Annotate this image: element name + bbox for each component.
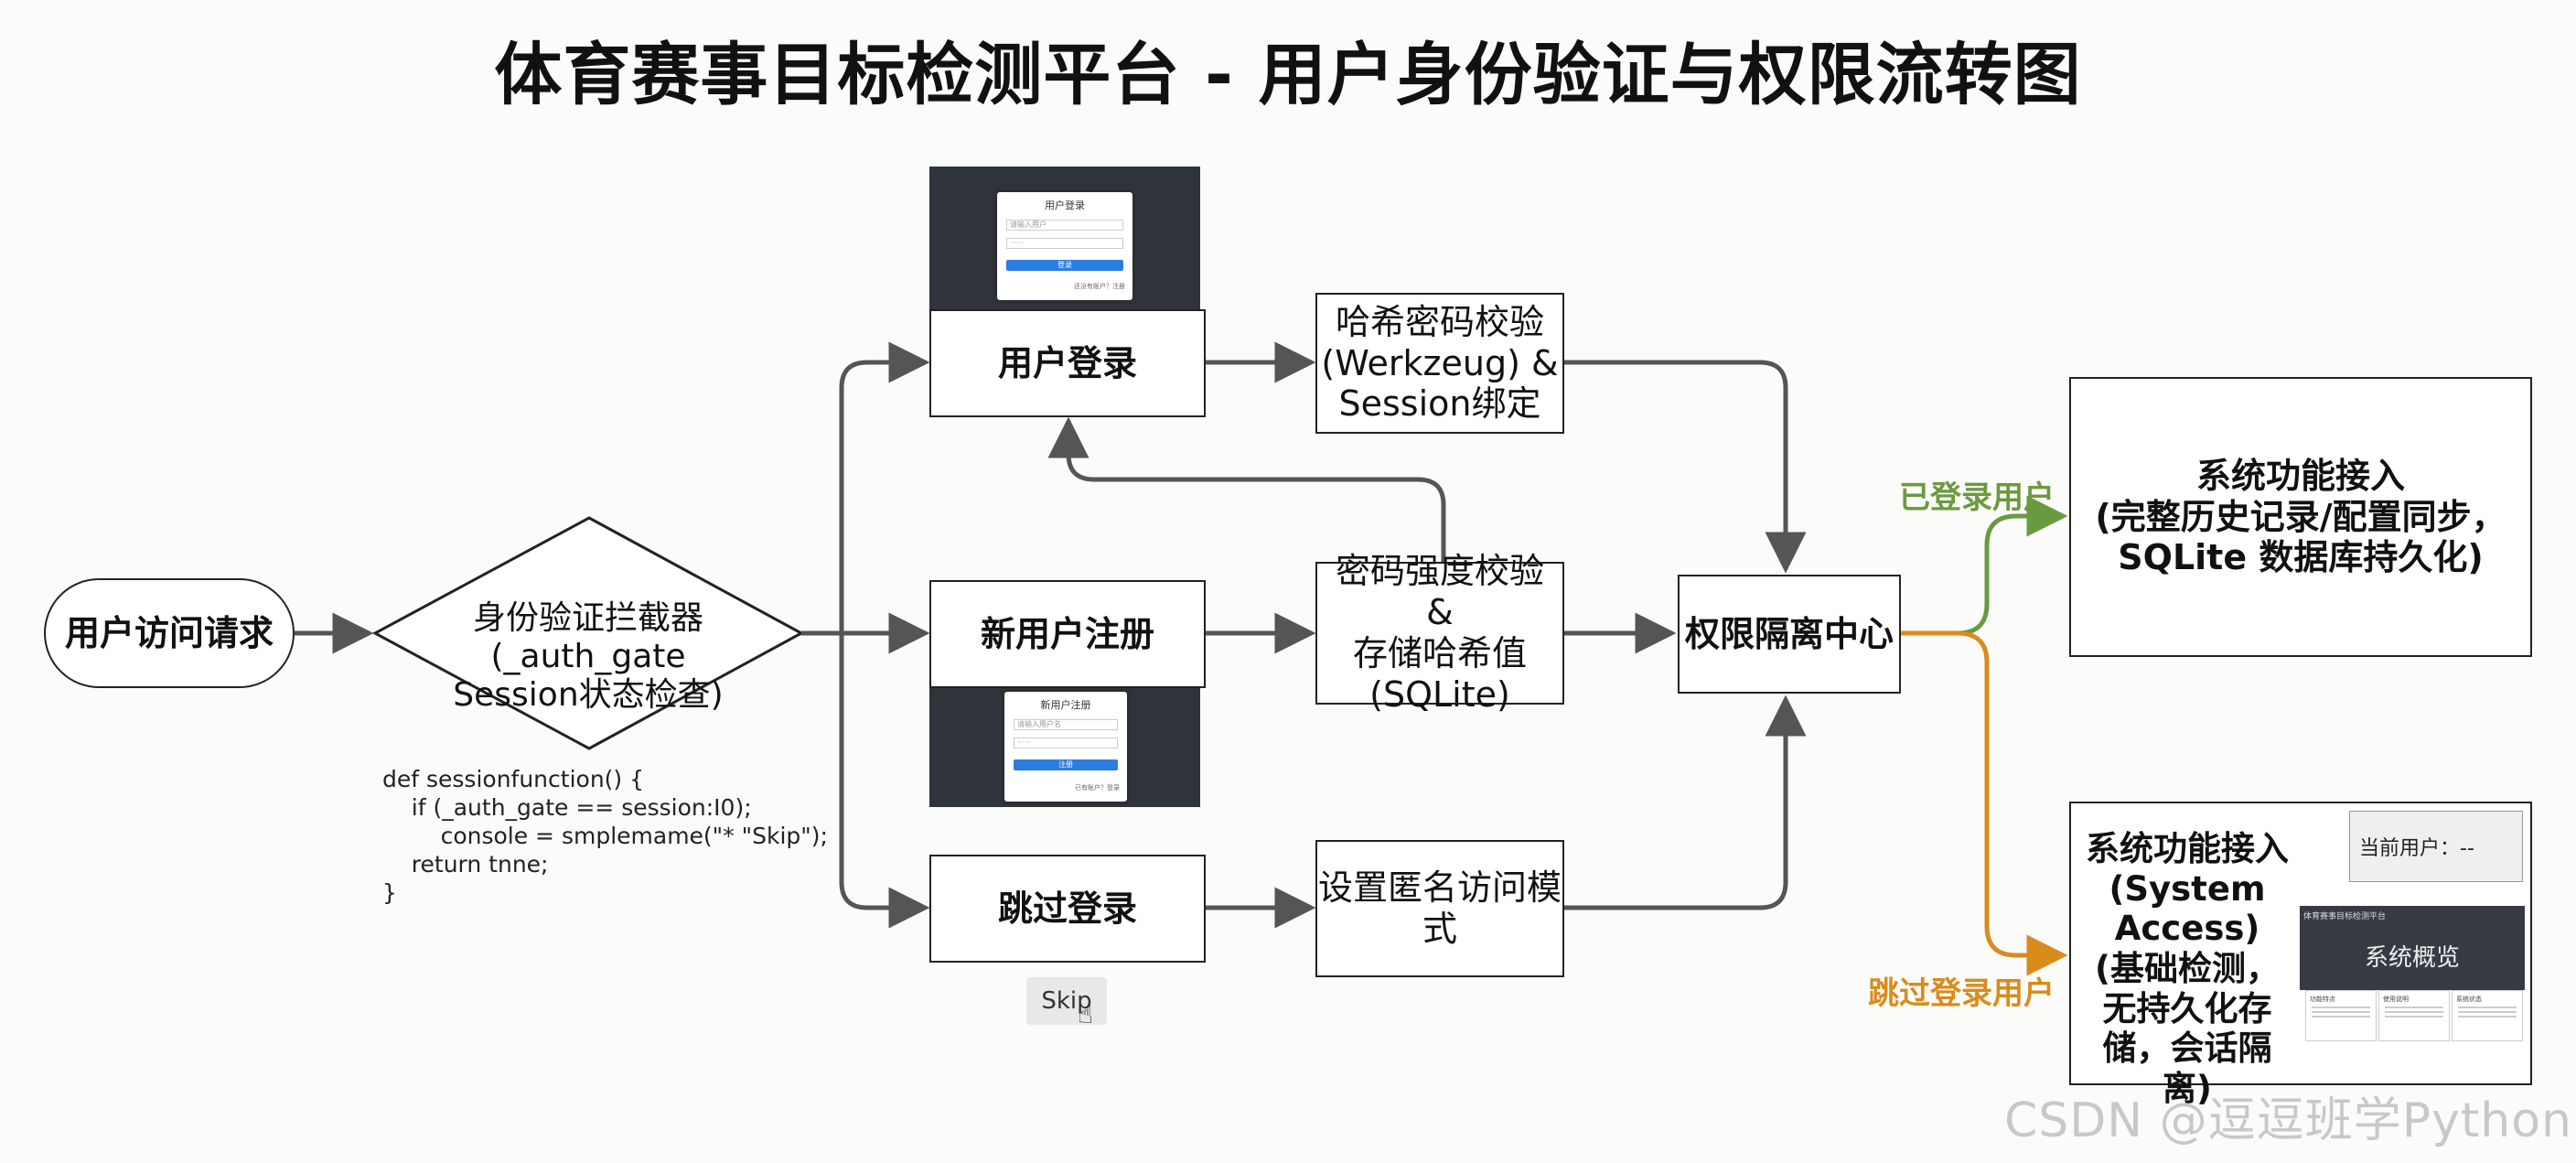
node-basic-access-label: 系统功能接入 (System Access) (基础检测， 无持久化存 储，会话…: [2086, 829, 2289, 1108]
page-title: 体育赛事目标检测平台 - 用户身份验证与权限流转图: [494, 36, 2082, 114]
edge-pwd-login: [1047, 416, 1446, 562]
node-permission-center: 权限隔离中心: [1678, 575, 1901, 694]
node-auth-gate: 身份验证拦截器 (_auth_gate Session状态检查): [375, 567, 801, 747]
register-card-title: 新用户注册: [1040, 699, 1091, 711]
hand-cursor-icon: ☝: [1078, 999, 1094, 1029]
code-line: return tnne;: [382, 851, 549, 878]
edge-label-logged-in: 已登录用户: [1899, 479, 2055, 516]
login-screenshot: 用户登录 请输入用户 ······ 登录 还没有账户？注册: [929, 167, 1200, 309]
register-card-link: 已有账户？登录: [1075, 784, 1120, 791]
node-skip-login: 跳过登录: [929, 855, 1206, 963]
code-line: console = smplemame("* "Skip");: [382, 823, 828, 849]
current-user-panel: 当前用户：--: [2349, 811, 2523, 882]
overview-panel: 功能特点: [2305, 990, 2377, 1041]
register-card-field: ······: [1014, 738, 1118, 748]
register-card-button: 注册: [1014, 759, 1118, 770]
overview-panel: 系统状态: [2452, 990, 2523, 1041]
overview-panel-title: 使用说明: [2383, 996, 2409, 1003]
node-hash-verify: 哈希密码校验 (Werkzeug) & Session绑定: [1315, 293, 1564, 434]
node-register: 新用户注册: [929, 580, 1206, 688]
overview-header: 体育赛事目标检测平台 系统概览: [2300, 906, 2525, 990]
edge-center-basic: [1901, 630, 2068, 976]
code-line: def sessionfunction() {: [382, 766, 645, 792]
node-auth-gate-label: 身份验证拦截器 (_auth_gate Session状态检查): [453, 599, 724, 714]
edge-gate-login: [839, 341, 930, 633]
node-full-access: 系统功能接入 (完整历史记录/配置同步， SQLite 数据库持久化): [2069, 377, 2532, 657]
code-line: if (_auth_gate == session:I0);: [382, 794, 752, 821]
register-card-field: 请输入用户名: [1014, 719, 1118, 730]
login-card: 用户登录 请输入用户 ······ 登录 还没有账户？注册: [997, 192, 1132, 300]
skip-button[interactable]: Skip: [1026, 977, 1107, 1025]
login-card-link: 还没有账户？注册: [1074, 283, 1125, 290]
edge-center-full: [1901, 495, 2068, 636]
overview-heading: 系统概览: [2364, 944, 2460, 972]
edge-hash-center: [1564, 360, 1807, 574]
node-user-request: 用户访问请求: [44, 578, 295, 688]
node-anonymous-mode: 设置匿名访问模式: [1315, 840, 1564, 977]
login-card-field: 请输入用户: [1006, 220, 1123, 231]
login-card-title: 用户登录: [1045, 199, 1085, 211]
code-snippet: def sessionfunction() { if (_auth_gate =…: [382, 765, 828, 907]
code-line: }: [382, 879, 397, 906]
register-card: 新用户注册 请输入用户名 ······ 注册 已有账户？登录: [1004, 692, 1127, 802]
edge-label-skipped: 跳过登录用户: [1868, 975, 2055, 1012]
overview-panel-title: 系统状态: [2456, 996, 2482, 1003]
register-screenshot: 新用户注册 请输入用户名 ······ 注册 已有账户？登录: [929, 688, 1200, 807]
edge-gate-skip: [839, 633, 930, 929]
overview-app-name: 体育赛事目标检测平台: [2303, 912, 2387, 921]
node-password-strength: 密码强度校验 & 存储哈希值 (SQLite): [1315, 551, 1564, 715]
node-login: 用户登录: [929, 309, 1206, 417]
watermark: CSDN @逗逗班学Python: [2003, 1093, 2572, 1148]
edge-anon-center: [1564, 695, 1807, 910]
overview-panel-title: 功能特点: [2310, 996, 2335, 1003]
login-card-button: 登录: [1006, 260, 1123, 271]
login-card-field: ······: [1006, 238, 1123, 249]
gate-diamond: [371, 516, 805, 750]
overview-panel: 使用说明: [2378, 990, 2450, 1041]
